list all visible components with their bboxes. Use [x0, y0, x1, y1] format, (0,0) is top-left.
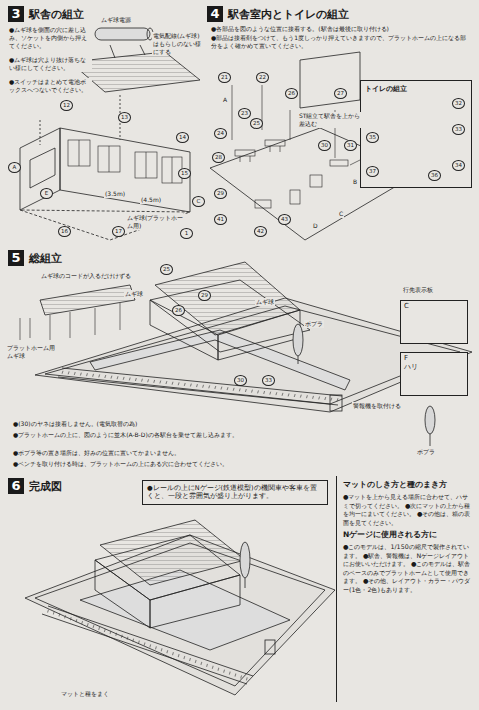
part-label: B — [352, 178, 358, 186]
callout-number: 24 — [214, 128, 227, 139]
instruction-note: ●ムギ球を側面の穴に差し込み、ソケットを内側から押えてください。 — [8, 26, 92, 49]
part-label: ST組立て駅舎を上から差込む — [298, 112, 362, 128]
part-label: ポプラ — [304, 320, 324, 328]
callout-number: 1 — [180, 228, 193, 239]
node-text: C — [404, 302, 464, 310]
callout-number: 26 — [285, 88, 298, 99]
callout-number: 28 — [212, 152, 225, 163]
callout-number: C — [192, 196, 205, 207]
part-label: ムギ球電源 — [100, 16, 132, 24]
node-text: F — [404, 354, 464, 362]
section-number: 3 — [8, 6, 24, 22]
section-number: 6 — [8, 478, 24, 494]
node-text: 総組立 — [29, 251, 62, 266]
callout-number: 41 — [214, 214, 227, 225]
callout-number: 37 — [366, 166, 379, 177]
callout-number: 33 — [262, 375, 275, 386]
part-label: (3.5m) — [104, 190, 126, 198]
part-label: プラットホーム用ムギ球 — [6, 344, 58, 360]
part-label: マットと種をまく — [60, 690, 110, 698]
callout-number: 23 — [238, 108, 251, 119]
node-text: トイレの組立 — [365, 84, 467, 94]
callout-number: E — [40, 188, 53, 199]
node-text: ハリ — [404, 362, 464, 372]
inset-node: Fハリ — [400, 352, 468, 396]
node-text: 駅舎の組立 — [29, 7, 84, 22]
callout-number: 13 — [118, 112, 131, 123]
instruction-note: ●プラットホームの上に、図のように並木(A-B-D)の各駅台を乗せて差し込みます… — [12, 431, 324, 439]
part-label: ムギ球 — [255, 298, 275, 306]
node-text: ●このモデルは、1/150の縮尺で製作されています。 ●駅舎、警報機は、Nゲージ… — [343, 543, 472, 594]
callout-number: 26 — [172, 305, 185, 316]
callout-number: 42 — [254, 226, 267, 237]
instruction-note: ●ポプラ等の置き場所は、好みの位置に置いてかまいません。 — [12, 449, 324, 457]
part-label: D — [312, 222, 319, 230]
node-text: ●マットを上から見える場所に合わせて、ハサミで切ってください。 ●次にマットの上… — [343, 493, 472, 527]
instruction-note: ●各部品を図のような位置に接着する。(駅舎は最後に取り付ける) — [210, 25, 470, 33]
part-label: (4.5m) — [140, 196, 162, 204]
instruction-note: ●(30)のヤネは接着しません。(電気取替の為) — [12, 420, 324, 428]
part-label: 警報機を取付ける — [352, 402, 424, 410]
callout-number: 29 — [214, 188, 227, 199]
callout-number: 35 — [366, 132, 379, 143]
node-text: ●レールの上にNゲージ(鉄道模型)の機関車や客車を置くと、一段と雰囲気が盛り上が… — [147, 484, 317, 500]
callout-number: 25 — [160, 264, 173, 275]
part-label: A — [222, 96, 228, 104]
callout-number: 32 — [452, 98, 465, 109]
part-label: ムギ球のコードが入るだけけずる — [40, 272, 162, 280]
node-text: マットのしき方と種のまき方 — [343, 480, 472, 490]
part-label: ムギ球(プラットホーム用) — [126, 214, 188, 230]
instruction-note: ●部品は接着剤をつけて、もう1度しっかり押えていきますので、プラットホームの上に… — [210, 34, 470, 50]
instruction-note: ●ムギ球は穴より抜け落ちない様にしてください。 — [8, 56, 92, 72]
callout-number: 22 — [256, 72, 269, 83]
note-node: ●レールの上にNゲージ(鉄道模型)の機関車や客車を置くと、一段と雰囲気が盛り上が… — [142, 480, 328, 505]
instruction-note: ●スイッチはまとめて電池ボックスへつないでください。 — [8, 78, 92, 94]
part-label: ムギ球 — [124, 290, 144, 298]
part-label: 行先表示板 — [402, 286, 434, 294]
part-label: ポプラ — [416, 448, 436, 456]
callout-number: 34 — [452, 160, 465, 171]
callout-number: 14 — [176, 132, 189, 143]
callout-number: 21 — [218, 72, 231, 83]
node-text: 駅舎室内とトイレの組立 — [228, 7, 349, 22]
section-number: 5 — [8, 250, 24, 266]
head-node: 5 総組立 — [8, 250, 158, 266]
callout-number: 16 — [58, 226, 71, 237]
callout-number: 30 — [234, 375, 247, 386]
callout-number: 17 — [112, 226, 125, 237]
panel-node: マットのしき方と種のまき方 ●マットを上から見える場所に合わせて、ハサミで切ってく… — [336, 476, 476, 702]
instruction-note: ●ベンチを取り付ける時は、プラットホームの上にある穴に合わせてください。 — [12, 460, 324, 468]
callout-number: 30 — [318, 140, 331, 151]
callout-number: 43 — [278, 214, 291, 225]
callout-number: 33 — [452, 124, 465, 135]
callout-number: 36 — [428, 170, 441, 181]
inset-node: C — [400, 300, 468, 344]
callout-number: 25 — [250, 118, 263, 129]
callout-number: 15 — [178, 168, 191, 179]
callout-number: A — [8, 162, 21, 173]
part-label: C — [338, 210, 344, 218]
node-text: 完成図 — [29, 479, 62, 494]
callout-number: 29 — [198, 290, 211, 301]
head-node: 4 駅舎室内とトイレの組立 — [207, 6, 467, 22]
section-number: 4 — [207, 6, 223, 22]
head-node: 6 完成図 — [8, 478, 128, 494]
callout-number: 31 — [344, 140, 357, 151]
callout-number: 12 — [60, 100, 73, 111]
node-text: Nゲージに使用される方に — [343, 530, 472, 540]
callout-number: 27 — [334, 88, 347, 99]
instruction-note: 電気配線(ムギ球)はもらしのない様にする — [152, 32, 204, 55]
